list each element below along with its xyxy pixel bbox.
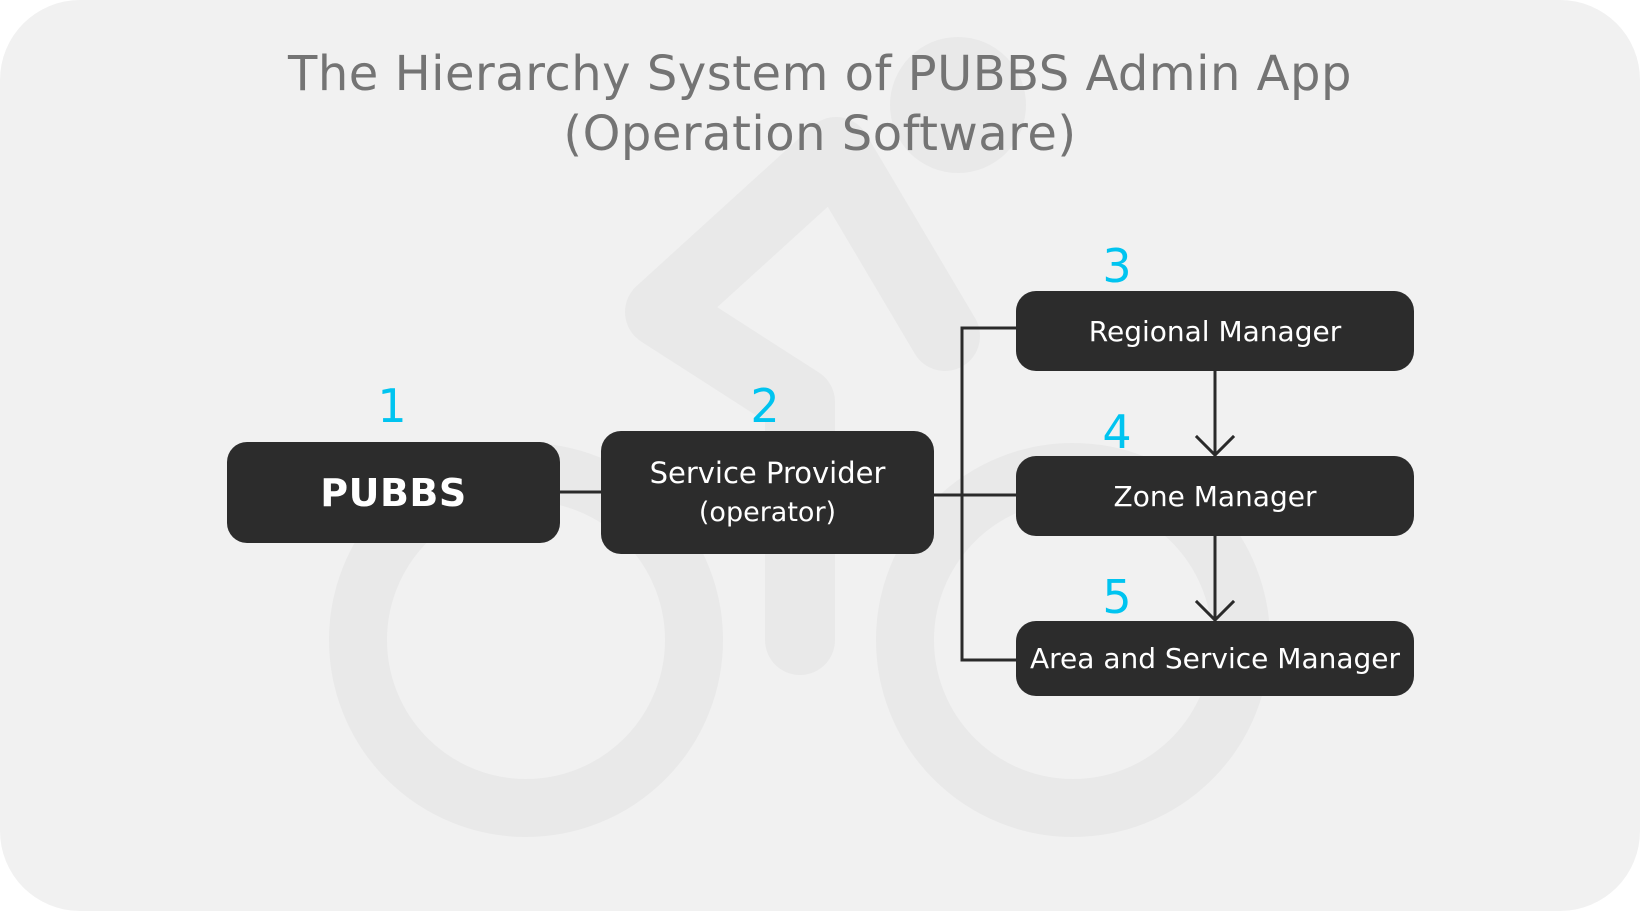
node-area-service-manager-label: Area and Service Manager xyxy=(1029,642,1401,675)
node-pubbs: PUBBS xyxy=(227,442,560,543)
node-area-service-manager: Area and Service Manager xyxy=(1016,621,1414,696)
node-zone-manager-label: Zone Manager xyxy=(1113,479,1317,513)
node-zone-manager: Zone Manager xyxy=(1016,456,1414,536)
node-service-provider: Service Provider (operator) xyxy=(601,431,934,554)
node-number-4: 4 xyxy=(1102,405,1132,459)
arrowhead-zone-manager xyxy=(1194,434,1236,458)
node-pubbs-label: PUBBS xyxy=(320,470,467,515)
node-number-3: 3 xyxy=(1102,239,1132,293)
node-number-5: 5 xyxy=(1102,570,1132,624)
node-service-provider-sublabel: (operator) xyxy=(698,496,837,528)
node-number-2: 2 xyxy=(750,379,780,433)
diagram-title-line-1: The Hierarchy System of PUBBS Admin App xyxy=(288,46,1352,102)
node-service-provider-label: Service Provider xyxy=(649,455,886,490)
node-regional-manager-label: Regional Manager xyxy=(1088,314,1342,348)
node-regional-manager: Regional Manager xyxy=(1016,291,1414,371)
node-number-1: 1 xyxy=(377,379,407,433)
arrowhead-area-service-manager xyxy=(1194,599,1236,623)
diagram-title-line-2: (Operation Software) xyxy=(563,106,1077,162)
